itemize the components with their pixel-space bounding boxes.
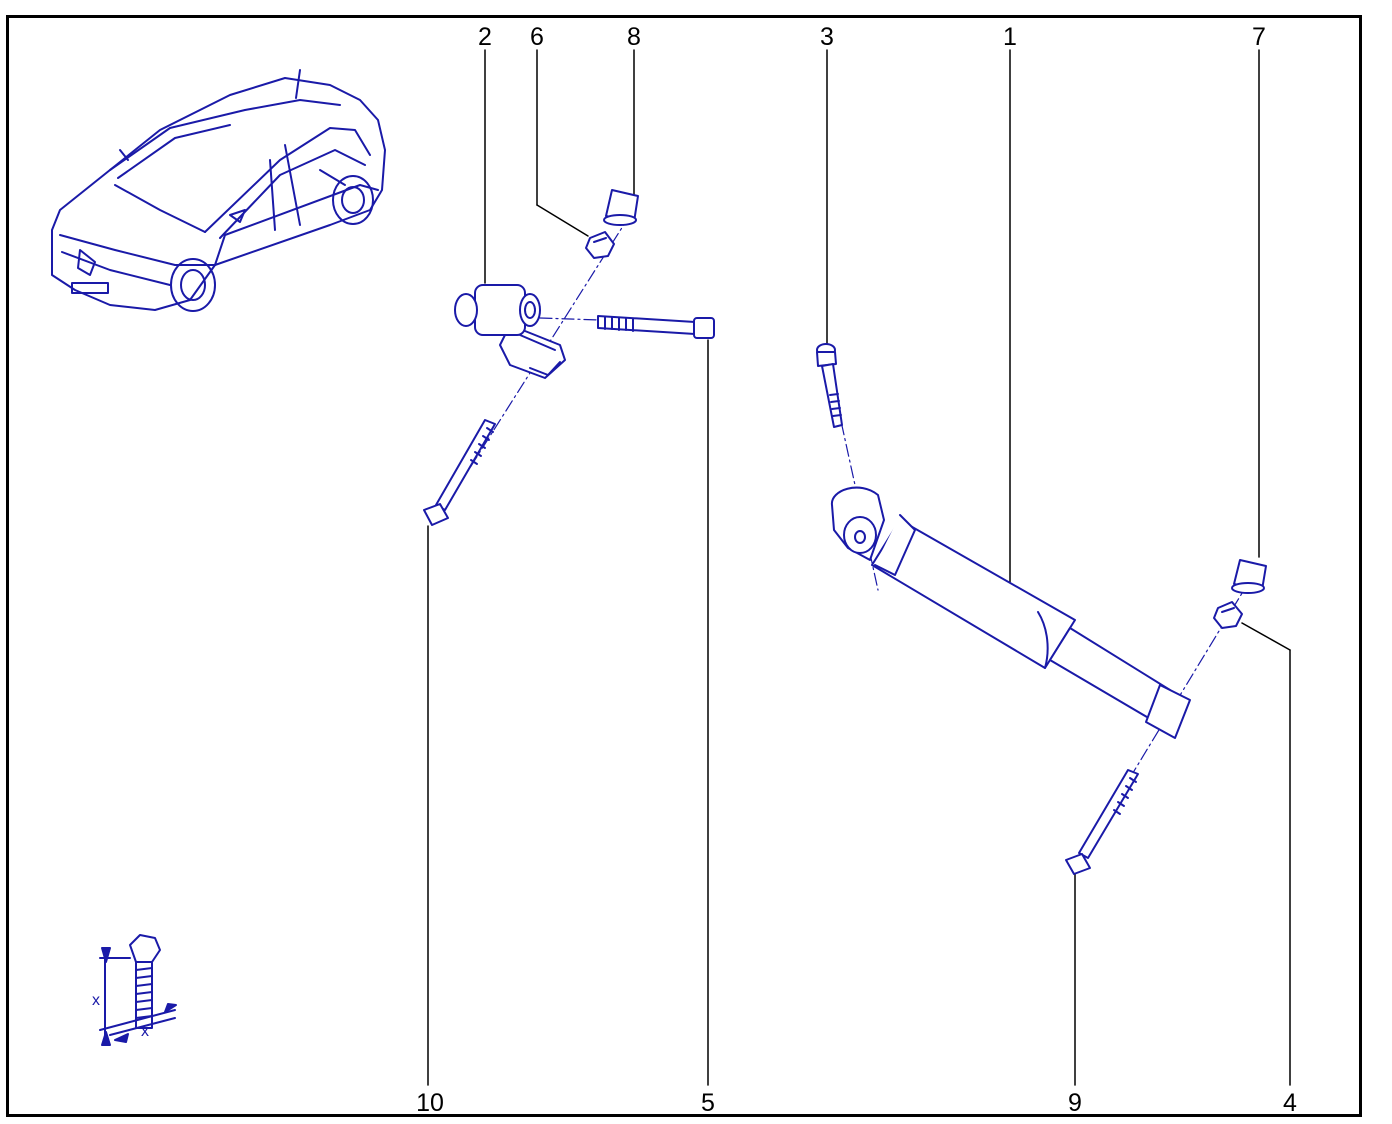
upper-bolt: [817, 344, 842, 427]
lower-bolt-right: [1066, 770, 1138, 874]
dimension-height-label: x: [92, 992, 100, 1009]
leader-lines: [428, 50, 1290, 1085]
callout-3: 3: [820, 23, 834, 51]
lower-mount-bushing: [455, 285, 565, 378]
bolt-dimension-icon: [100, 935, 176, 1045]
callout-10: 10: [416, 1089, 444, 1117]
car-hatchback-icon: [52, 70, 385, 311]
upper-nut: [586, 232, 614, 258]
callout-8: 8: [627, 23, 641, 51]
protective-cap-right: [1232, 560, 1266, 593]
callout-4: 4: [1283, 1089, 1297, 1117]
callout-5: 5: [701, 1089, 715, 1117]
callout-7: 7: [1252, 23, 1266, 51]
nut-right: [1214, 602, 1242, 628]
callout-9: 9: [1068, 1089, 1082, 1117]
protective-cap: [604, 190, 638, 225]
dimension-width-label: x: [141, 1023, 149, 1040]
horizontal-bolt: [598, 316, 714, 338]
callout-6: 6: [530, 23, 544, 51]
shock-absorber: [832, 488, 1190, 738]
callout-1: 1: [1003, 23, 1017, 51]
lower-bolt: [424, 420, 495, 525]
callout-2: 2: [478, 23, 492, 51]
diagram-frame: [6, 15, 1362, 1117]
